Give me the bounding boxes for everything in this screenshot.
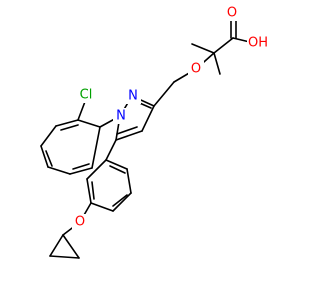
bond-aryl2-3: [112, 192, 132, 212]
bond-aryl2-double-3: [91, 181, 95, 200]
bond-aryl1-double-1: [60, 124, 79, 131]
bond-aryl1-double-3: [72, 163, 90, 170]
bond-aryl1-2: [55, 119, 79, 127]
bond-ch2-pyrazole-c3: [153, 81, 175, 107]
bond-aryl1-3: [40, 125, 57, 147]
bond-cyclopropyl-2: [49, 255, 80, 259]
bond-aryl2-2: [126, 168, 132, 194]
bond-c5-aryl: [105, 139, 117, 161]
ether-oxygen-main-label: O: [191, 62, 201, 77]
acid-oxygen-hydroxyl-label: OH: [248, 36, 268, 51]
bond-pyrazole-c4-c5-b: [116, 126, 138, 135]
bond-aryl1-6: [69, 167, 93, 175]
bond-quaternary-methyl-down: [213, 52, 221, 75]
bond-pyrazole-c4-c5-a: [115, 130, 143, 141]
molecule-canvas: O OH O N N Cl O: [40, 5, 269, 259]
bond-cyclopropyl-3: [62, 234, 80, 259]
bond-aryl2-1: [105, 159, 128, 170]
structure-drawing: O OH O N N Cl O: [40, 5, 269, 259]
bond-aryl2-4: [90, 202, 114, 212]
bond-aryl2-double-1: [109, 165, 126, 174]
ether-oxygen-aryl-label: O: [75, 215, 85, 230]
bond-aryl1-1: [77, 119, 101, 128]
pyrazole-n2-label: N: [128, 89, 138, 104]
bond-aryl1-4: [40, 145, 49, 168]
bond-quaternary-methyl-left: [191, 43, 215, 54]
bond-aryl2-double-2: [112, 194, 128, 207]
pyrazole-n1-label: N: [116, 109, 126, 124]
bond-aryl1-7: [91, 126, 101, 169]
bond-aryl2-5: [86, 178, 92, 204]
bond-aryl2-6: [86, 159, 107, 180]
bond-pyrazole-c3-c4: [141, 105, 155, 132]
bond-aryl1-double-2: [45, 150, 53, 167]
bond-cyclopropyl-1: [49, 234, 64, 257]
bond-aryl1-5: [47, 166, 71, 175]
acid-oxygen-carbonyl-label: O: [227, 6, 237, 21]
label-mask-layer: [72, 5, 269, 230]
chlorine-label: Cl: [80, 88, 93, 103]
atom-labels: O OH O N N Cl O: [75, 6, 268, 230]
bond-acid-c-quaternary: [213, 37, 234, 54]
